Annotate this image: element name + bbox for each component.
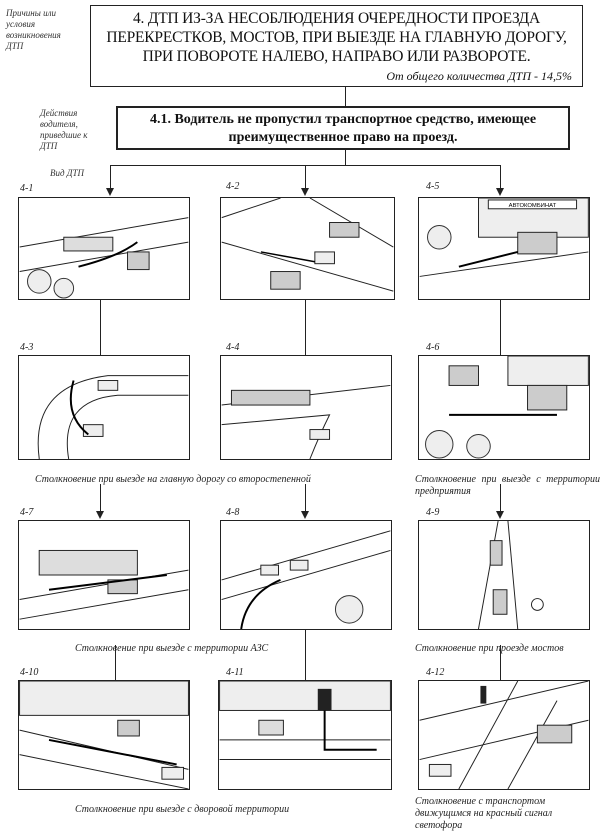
side-label-actions: Действия водителя, приведшие к ДТП	[40, 108, 88, 151]
illustration-4-3	[18, 355, 190, 460]
panel-number: 4-12	[426, 667, 445, 678]
arrow-down-icon	[106, 188, 114, 196]
illustration-4-6	[418, 355, 590, 460]
panel-number: 4-4	[226, 342, 240, 353]
connector	[115, 645, 116, 680]
action-box: 4.1. Водитель не пропустил транспортное …	[116, 106, 570, 150]
panel-number: 4-8	[226, 507, 240, 518]
cause-share: От общего количества ДТП - 14,5%	[386, 69, 572, 83]
illustration-4-11	[218, 680, 392, 790]
arrow-down-icon	[301, 188, 309, 196]
arrow-down-icon	[496, 188, 504, 196]
connector	[500, 645, 501, 680]
panel-number: 4-6	[426, 342, 440, 353]
connector	[500, 165, 501, 189]
cause-title: 4. ДТП ИЗ-ЗА НЕСОБЛЮДЕНИЯ ОЧЕРЕДНОСТИ ПР…	[106, 10, 567, 65]
panel-number: 4-3	[20, 342, 34, 353]
caption-courtyard: Столкновение при выезде с дворовой терри…	[75, 804, 290, 815]
caption-gas-station: Столкновение при выезде с территории АЗС	[75, 643, 269, 654]
caption-red-light: Столкновение с транспортом движущимся на…	[415, 796, 553, 831]
connector	[345, 87, 346, 106]
illustration-4-12	[418, 680, 590, 790]
arrow-down-icon	[96, 511, 104, 519]
illustration-4-5: АВТОКОМБИНАТ	[418, 197, 590, 300]
illustration-4-9	[418, 520, 590, 630]
arrow-down-icon	[301, 511, 309, 519]
side-label-causes: Причины или условия возникновения ДТП	[6, 8, 61, 51]
side-label-type: Вид ДТП	[50, 168, 85, 178]
connector	[500, 484, 501, 514]
panel-number: 4-10	[20, 667, 39, 678]
caption-enterprise: Столкновение при выезде с территории пре…	[415, 474, 600, 497]
illustration-4-7	[18, 520, 190, 630]
connector	[100, 484, 101, 514]
panel-number: 4-2	[226, 181, 240, 192]
illustration-4-10	[18, 680, 190, 790]
connector	[500, 300, 501, 355]
arrow-down-icon	[496, 511, 504, 519]
connector	[305, 300, 306, 355]
sign-text: АВТОКОМБИНАТ	[509, 203, 557, 209]
illustration-4-2	[220, 197, 395, 300]
cause-box: 4. ДТП ИЗ-ЗА НЕСОБЛЮДЕНИЯ ОЧЕРЕДНОСТИ ПР…	[90, 5, 583, 87]
panel-number: 4-11	[226, 667, 244, 678]
connector	[100, 300, 101, 355]
illustration-4-4	[220, 355, 392, 460]
illustration-4-8	[220, 520, 392, 630]
connector	[345, 150, 346, 166]
connector	[110, 165, 111, 189]
caption-main-road: Столкновение при выезде на главную дорог…	[35, 474, 311, 485]
caption-bridges: Столкновение при проезде мостов	[415, 643, 564, 654]
connector	[305, 630, 306, 680]
panel-number: 4-9	[426, 507, 440, 518]
panel-number: 4-1	[20, 183, 34, 194]
connector	[305, 165, 306, 189]
panel-number: 4-7	[20, 507, 34, 518]
panel-number: 4-5	[426, 181, 440, 192]
illustration-4-1	[18, 197, 190, 300]
connector	[305, 484, 306, 514]
